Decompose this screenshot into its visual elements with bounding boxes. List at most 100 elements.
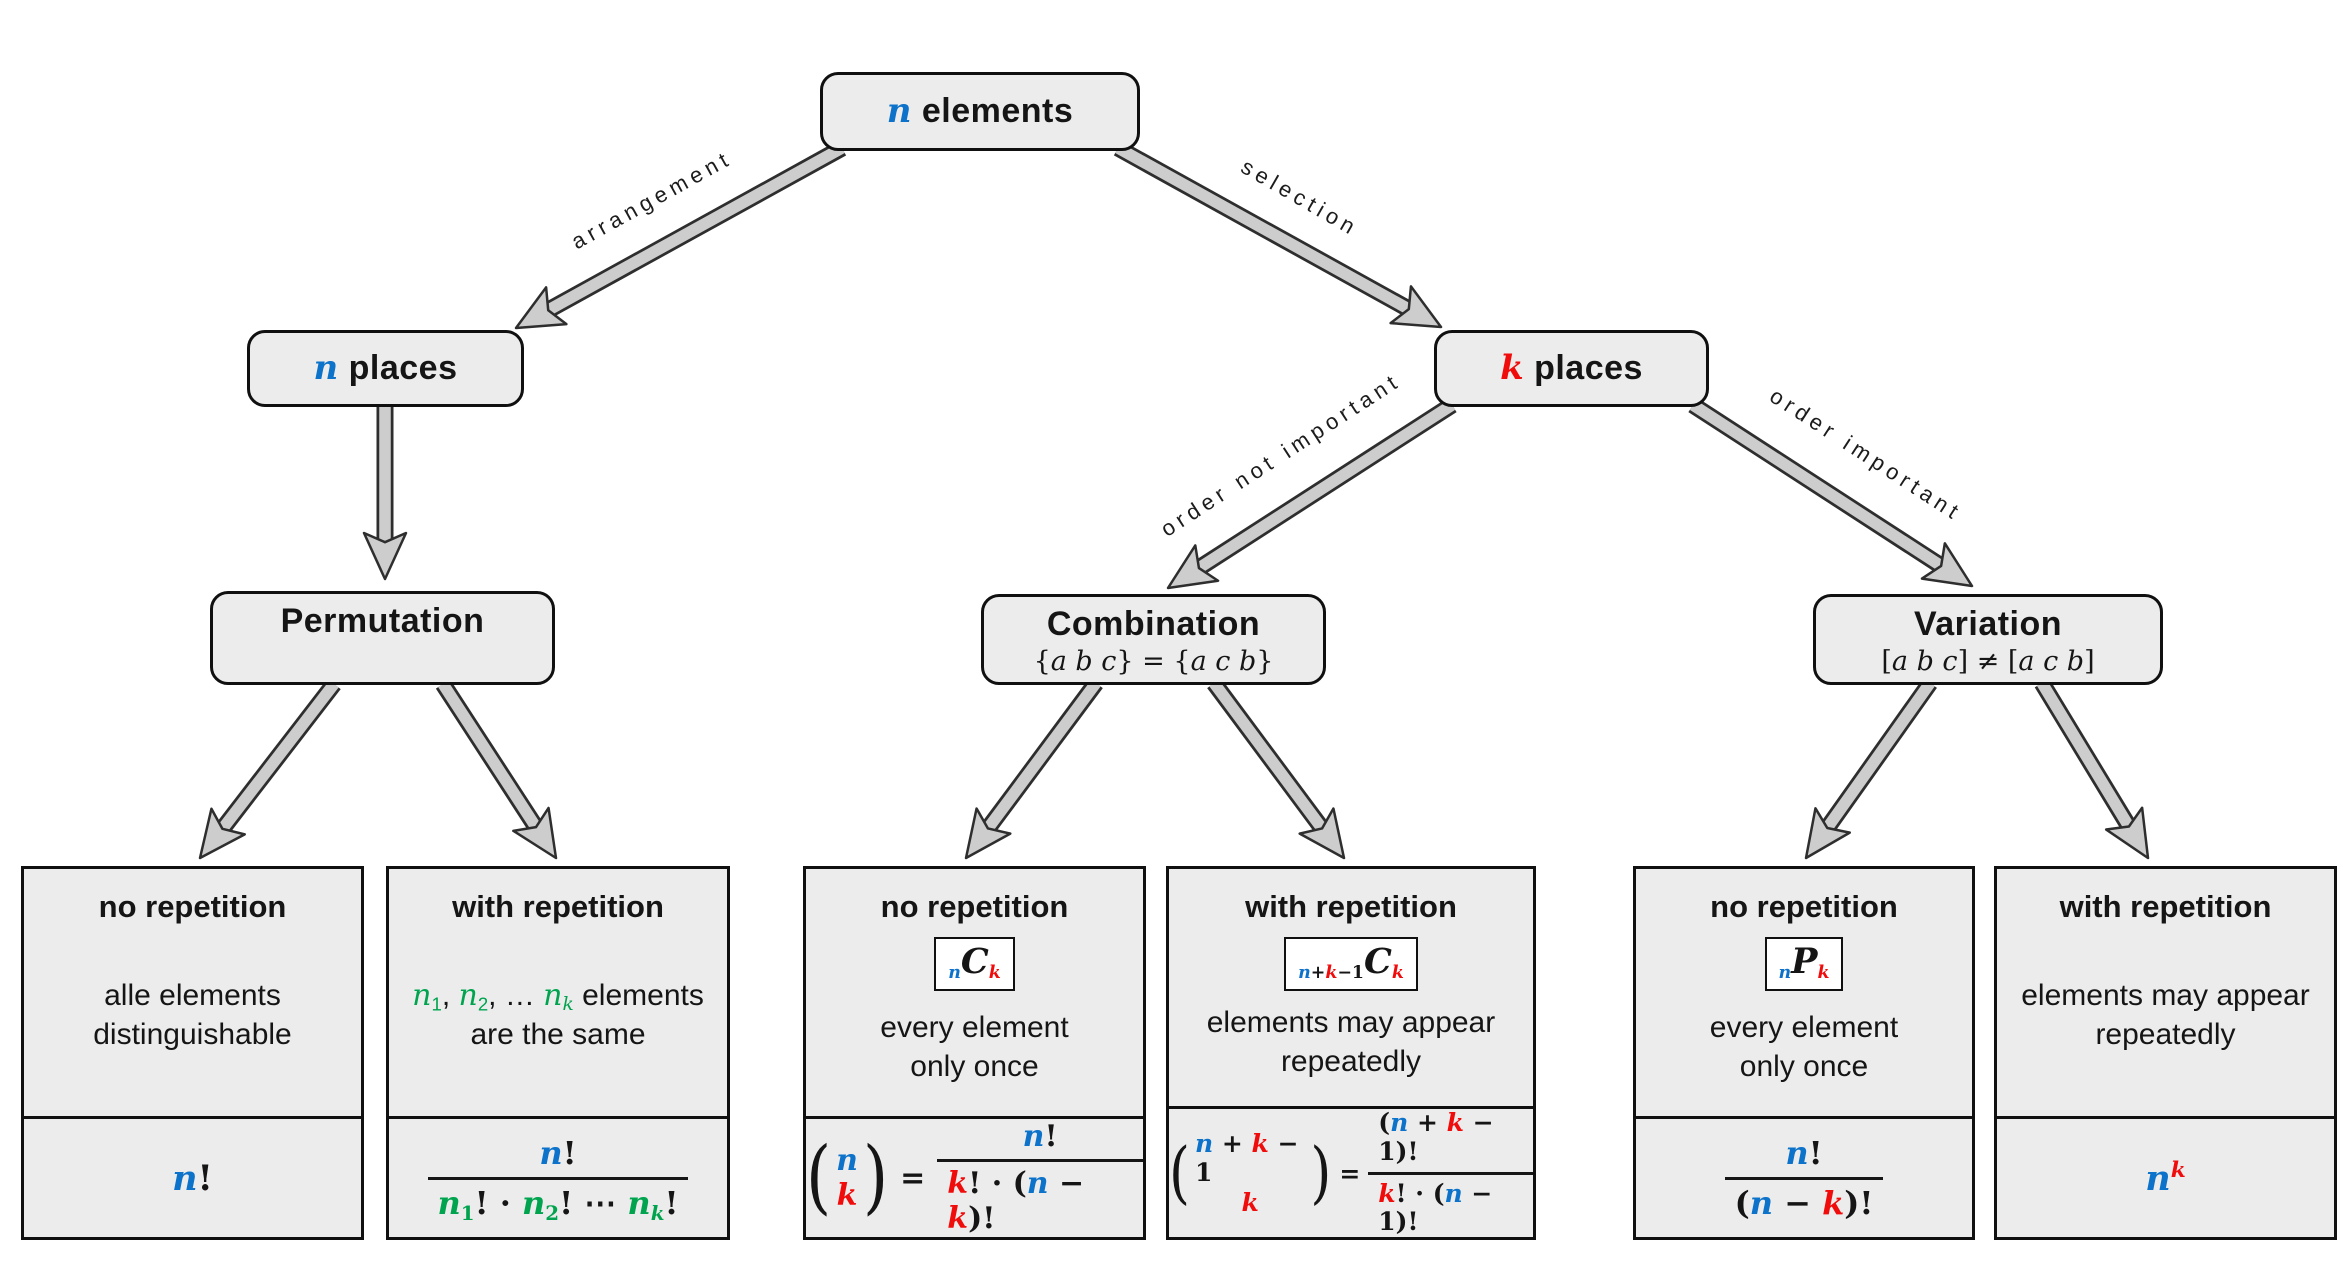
text-segment: + bbox=[1213, 1128, 1252, 1158]
leaf-description-section: no repetition nCk every element only onc… bbox=[806, 869, 1143, 1119]
text-segment: n bbox=[412, 977, 432, 1013]
text-segment: n bbox=[437, 1183, 461, 1222]
arrow bbox=[1207, 677, 1346, 860]
text-segment: n bbox=[627, 1183, 651, 1222]
text-segment: 1 bbox=[431, 993, 442, 1015]
leaf-title: no repetition bbox=[1710, 889, 1898, 924]
leaf-description: alle elements distinguishable bbox=[93, 976, 291, 1054]
node-permutation: Permutation bbox=[210, 591, 555, 685]
text-segment: ! bbox=[562, 1133, 577, 1172]
text-segment: k bbox=[988, 963, 1001, 984]
node-subtitle: {a b c} = {a c b} bbox=[1034, 643, 1274, 681]
numerator: n! bbox=[1775, 1133, 1832, 1177]
desc-line: are the same bbox=[470, 1017, 646, 1051]
text-segment: a c b bbox=[1190, 646, 1257, 678]
text-segment: k bbox=[1391, 963, 1404, 984]
node-combination: Combination {a b c} = {a c b} bbox=[981, 594, 1326, 685]
text-segment: places bbox=[1524, 348, 1643, 387]
leaf-description: n1, n2, … nk elements are the same bbox=[412, 976, 704, 1054]
text-segment: n bbox=[886, 90, 912, 131]
desc-line: every element bbox=[880, 1011, 1069, 1045]
text-segment: k bbox=[1241, 1187, 1259, 1217]
node-subtitle: [a b c] ≠ [a c b] bbox=[1881, 643, 2094, 681]
text-segment: k bbox=[1817, 963, 1830, 984]
text-segment: k bbox=[836, 1178, 858, 1213]
desc-line: alle elements bbox=[104, 978, 281, 1012]
leaf-title: with repetition bbox=[2059, 889, 2272, 924]
binomial-bottom: k bbox=[837, 1178, 858, 1213]
notation-badge-nCk: nCk bbox=[934, 937, 1015, 991]
text-segment: n bbox=[1778, 963, 1792, 984]
text-segment: n bbox=[1026, 1166, 1049, 1202]
text-segment: ] ≠ [ bbox=[1957, 646, 2019, 678]
node-title: Permutation bbox=[280, 602, 485, 640]
arrow bbox=[1688, 397, 1974, 588]
text-segment: −1 bbox=[1337, 963, 1364, 984]
binomial-top: n bbox=[836, 1143, 858, 1178]
notation-badge-nPk: nPk bbox=[1764, 937, 1844, 991]
text-segment: 1 bbox=[460, 1200, 475, 1225]
text-segment: n bbox=[458, 977, 478, 1013]
desc-line: repeatedly bbox=[1280, 1045, 1422, 1079]
text-segment: ! bbox=[664, 1183, 679, 1222]
text-segment: { bbox=[1033, 646, 1051, 678]
binomial-top: n + k − 1 bbox=[1195, 1129, 1305, 1188]
text-segment: ] bbox=[2084, 646, 2095, 678]
leaf-description: elements may appear repeatedly bbox=[1207, 1003, 1496, 1081]
text-segment: n bbox=[1749, 1183, 1773, 1222]
leaf-variation-with-repetition: with repetition elements may appear repe… bbox=[1994, 866, 2337, 1240]
text-segment: n bbox=[539, 1133, 563, 1172]
node-n-elements: n elements bbox=[820, 72, 1140, 151]
text-segment: )! bbox=[1844, 1183, 1874, 1222]
text-segment: k bbox=[1446, 1108, 1464, 1137]
node-variation: Variation [a b c] ≠ [a c b] bbox=[1813, 594, 2163, 685]
arrow bbox=[964, 677, 1103, 860]
arrow bbox=[514, 140, 847, 330]
text-segment: )! bbox=[968, 1200, 996, 1236]
binomial-coefficient: ( n + k − 1 k ) bbox=[1169, 1129, 1331, 1218]
text-segment: + bbox=[1310, 963, 1326, 984]
arrow bbox=[198, 678, 341, 860]
paren-left: ( bbox=[806, 1130, 832, 1225]
numerator: (n + k − 1)! bbox=[1368, 1108, 1533, 1172]
leaf-formula: n! n1! · n2! ⋯ nk! bbox=[389, 1119, 727, 1237]
leaf-title: no repetition bbox=[98, 889, 287, 924]
text-segment: elements bbox=[573, 978, 704, 1012]
text-segment: n bbox=[1785, 1133, 1809, 1172]
desc-line: repeatedly bbox=[2095, 1017, 2236, 1051]
notation-badge-n+k-1Ck: n+k−1Ck bbox=[1284, 937, 1418, 991]
leaf-description-section: with repetition n+k−1Ck elements may app… bbox=[1169, 869, 1533, 1109]
text-segment: n bbox=[1390, 1108, 1409, 1137]
leaf-description-section: with repetition elements may appear repe… bbox=[1997, 869, 2334, 1119]
text-segment: k bbox=[1822, 1183, 1845, 1222]
leaf-description: every element only once bbox=[880, 1008, 1068, 1086]
leaf-permutation-with-repetition: with repetition n1, n2, … nk elements ar… bbox=[386, 866, 730, 1240]
fraction: n! n1! · n2! ⋯ nk! bbox=[427, 1133, 689, 1225]
text-segment: n bbox=[543, 977, 563, 1013]
text-segment: ! · ( bbox=[968, 1166, 1027, 1202]
text-segment: n bbox=[1194, 1128, 1214, 1158]
equals-sign: = bbox=[1339, 1158, 1361, 1188]
text-segment: ! ⋯ bbox=[559, 1183, 628, 1222]
equals-sign: = bbox=[900, 1160, 926, 1196]
formula-n-power-k: nk bbox=[2145, 1158, 2185, 1199]
text-segment: ! · ( bbox=[1395, 1178, 1445, 1208]
node-title: n places bbox=[313, 349, 457, 387]
leaf-title: with repetition bbox=[1245, 889, 1457, 924]
leaf-permutation-no-repetition: no repetition alle elements distinguisha… bbox=[21, 866, 364, 1240]
desc-line: elements may appear bbox=[1206, 1006, 1496, 1040]
text-segment: k bbox=[1500, 347, 1525, 388]
desc-line: only once bbox=[1739, 1050, 1869, 1084]
text-segment: k bbox=[650, 1200, 665, 1225]
leaf-variation-no-repetition: no repetition nPk every element only onc… bbox=[1633, 866, 1975, 1240]
text-segment: } bbox=[1256, 646, 1274, 678]
text-segment: 2 bbox=[477, 993, 489, 1015]
leaf-description-section: no repetition alle elements distinguisha… bbox=[24, 869, 361, 1119]
node-n-places: n places bbox=[247, 330, 524, 407]
text-segment: k bbox=[1251, 1128, 1269, 1158]
node-title: n elements bbox=[886, 90, 1074, 131]
leaf-formula: ( n + k − 1 k ) = (n + k − 1)! k! · (n −… bbox=[1169, 1108, 1533, 1237]
denominator: (n − k)! bbox=[1724, 1176, 1884, 1222]
text-segment: n bbox=[1298, 963, 1311, 984]
